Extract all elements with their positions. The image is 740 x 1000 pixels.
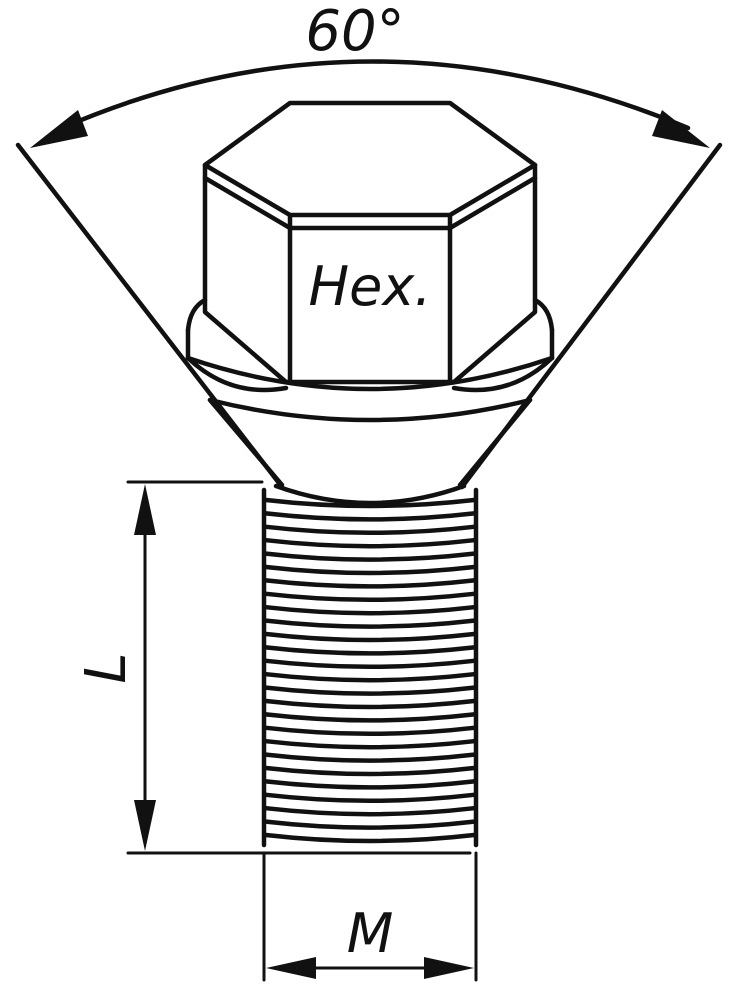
angle-dimension: 60° [30,0,710,148]
threaded-shank [261,487,479,848]
hex-head: Hex. [202,100,538,385]
length-dimension: L [74,480,472,855]
diameter-arrowhead-right [424,957,474,979]
angle-label: 60° [305,0,404,64]
thread-line [263,564,477,576]
thread-line [263,738,477,750]
thread-line [263,819,477,830]
thread-line [263,631,477,643]
thread-line [263,591,477,603]
thread-line [263,658,477,670]
hex-label: Hex. [309,255,432,318]
thread-lines [263,497,477,844]
length-arrowhead-top [134,484,156,535]
angle-arrowhead-right [652,110,710,148]
length-arrowhead-bottom [134,800,156,851]
thread-line [263,698,477,710]
thread-line [263,618,477,629]
conical-seat [185,297,555,506]
thread-line [263,685,477,696]
thread-line [263,752,477,763]
thread-line [263,805,477,817]
thread-line [263,511,477,522]
length-label: L [74,652,139,683]
thread-line [263,671,477,683]
diameter-label: M [347,902,394,965]
thread-line [263,537,477,549]
thread-line [263,792,477,804]
diameter-dimension: M [262,851,478,982]
thread-line [263,604,477,616]
thread-line [263,765,477,777]
thread-line [263,551,477,562]
diameter-arrowhead-left [266,957,316,979]
thread-line [263,712,477,723]
thread-line [263,645,477,656]
thread-line [263,725,477,737]
thread-line [263,497,477,509]
thread-line [263,779,477,790]
thread-line [263,578,477,589]
angle-arrowhead-left [30,110,88,148]
thread-line [263,832,477,844]
thread-line [263,524,477,536]
